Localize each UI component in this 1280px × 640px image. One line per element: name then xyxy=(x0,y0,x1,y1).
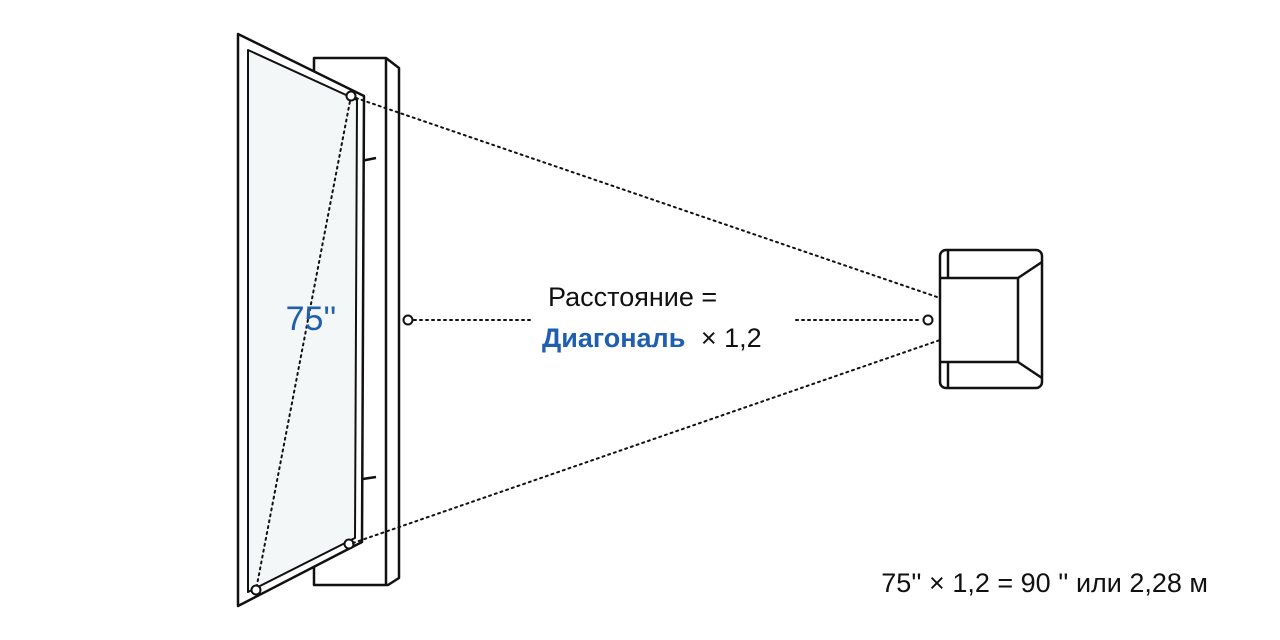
diagonal-indicator xyxy=(250,90,357,596)
viewing-lines xyxy=(352,97,941,544)
diagonal-endpoint-top xyxy=(345,90,357,102)
diagonal-size-label: 75'' xyxy=(286,300,337,338)
distance-endpoint-tv xyxy=(402,314,414,326)
diagonal-line xyxy=(255,95,352,591)
distance-endpoint-viewer xyxy=(922,314,934,326)
formula-diagonal-word: Диагональ xyxy=(542,323,685,353)
formula-line-2: Диагональ × 1,2 xyxy=(542,323,762,353)
armchair-icon xyxy=(938,248,1044,390)
armchair-body xyxy=(938,248,1044,390)
formula-multiplier: × 1,2 xyxy=(701,323,762,353)
tv-screen xyxy=(247,49,358,593)
view-line-bottom xyxy=(352,339,941,544)
formula-line-1: Расстояние = xyxy=(548,282,717,312)
view-line-top xyxy=(355,97,941,299)
calculation-example: 75'' × 1,2 = 90 '' или 2,28 м xyxy=(881,568,1208,598)
screen-corner-bottom-right xyxy=(343,538,355,550)
diagonal-endpoint-bottom xyxy=(250,584,262,596)
tv-set xyxy=(236,32,401,608)
